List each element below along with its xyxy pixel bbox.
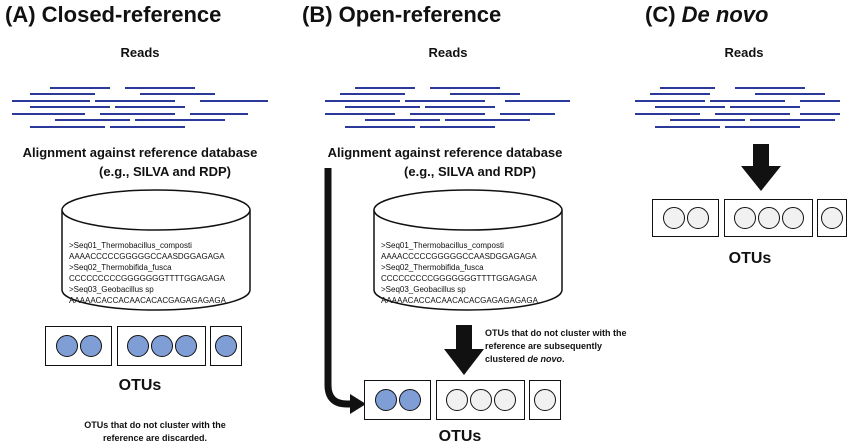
novel-otu [469,389,492,411]
otu-cluster-box [436,380,525,420]
db-line: >Seq01_Thermobacillus_composti [69,241,192,250]
matched-otu [374,389,397,411]
note-italic: de novo [527,354,563,364]
panel-b-note: OTUs that do not cluster with the refere… [485,327,645,366]
panel-b-note-line3: clustered de novo. [485,353,645,366]
panel-b-align-line2: (e.g., SILVA and RDP) [404,164,536,179]
otu-cluster-box [45,326,112,366]
panel-a-database-cylinder [61,189,251,311]
matched-otu [215,335,237,357]
panel-b-reads-label: Reads [428,45,468,60]
panel-b-otus-label: OTUs [438,428,482,445]
panel-b-down-arrow [444,325,484,375]
db-line: CCCCCCCCCGGGGGGGTTTTGGAGAGA [69,274,225,283]
novel-otu [534,389,556,411]
panel-a-align-line1: Alignment against reference database [22,145,258,160]
note-plain: clustered [485,354,528,364]
novel-otu [821,207,843,229]
panel-b-database-sequences: >Seq01_Thermobacillus_composti AAAACCCCC… [381,240,538,306]
matched-otu [126,335,149,357]
otu-cluster-box [529,380,561,420]
novel-otu [686,207,709,229]
panel-c-otus-label: OTUs [728,250,772,267]
matched-otu [150,335,173,357]
db-line: >Seq03_Geobacillus sp [69,285,154,294]
note-end: . [562,354,565,364]
panel-c-title: (C) De novo [645,2,768,28]
otu-cluster-box [117,326,206,366]
matched-otu [55,335,78,357]
otu-cluster-box [652,199,719,237]
db-line: >Seq02_Thermobifida_fusca [69,263,172,272]
panel-a-otus-label: OTUs [118,377,162,394]
db-line: AAAAACACCACAACACACGAGAGAGAGA [69,296,226,305]
panel-a-note-line2: reference are discarded. [102,433,208,443]
novel-otu [445,389,468,411]
novel-otu [733,207,756,229]
panel-b-note-line1: OTUs that do not cluster with the [485,328,627,338]
panel-a-title: (A) Closed-reference [5,2,222,27]
panel-b-title: (B) Open-reference [302,2,502,27]
panel-a-note-line1: OTUs that do not cluster with the [84,420,226,430]
db-line: AAAACCCCCGGGGGCCAASDGGAGAGA [381,252,537,261]
db-line: >Seq03_Geobacillus sp [381,285,466,294]
db-line: AAAACCCCCGGGGGCCAASDGGAGAGA [69,252,225,261]
matched-otu [398,389,421,411]
db-line: AAAAACACCACAACACACGAGAGAGAGA [381,296,538,305]
panel-a-reads-label: Reads [120,45,160,60]
panel-c-title-italic: De novo [681,2,769,27]
panel-c-reads-label: Reads [724,45,764,60]
panel-a-align-line2: (e.g., SILVA and RDP) [99,164,231,179]
novel-otu [662,207,685,229]
otu-cluster-box [210,326,242,366]
otu-cluster-box [364,380,431,420]
panel-b-align-line1: Alignment against reference database [327,145,563,160]
matched-otu [174,335,197,357]
panel-a-note: OTUs that do not cluster with the refere… [65,419,245,445]
db-line: >Seq02_Thermobifida_fusca [381,263,484,272]
novel-otu [493,389,516,411]
db-line: >Seq01_Thermobacillus_composti [381,241,504,250]
otu-cluster-box [724,199,813,237]
novel-otu [757,207,780,229]
otu-cluster-box [817,199,847,237]
matched-otu [79,335,102,357]
db-line: CCCCCCCCCGGGGGGGTTTTGGAGAGA [381,274,537,283]
novel-otu [781,207,804,229]
panel-c-down-arrow [741,144,781,191]
panel-c-title-prefix: (C) [645,2,682,27]
panel-b-database-cylinder [373,189,563,311]
panel-a-database-sequences: >Seq01_Thermobacillus_composti AAAACCCCC… [69,240,226,306]
panel-b-note-line2: reference are subsequently [485,341,603,351]
